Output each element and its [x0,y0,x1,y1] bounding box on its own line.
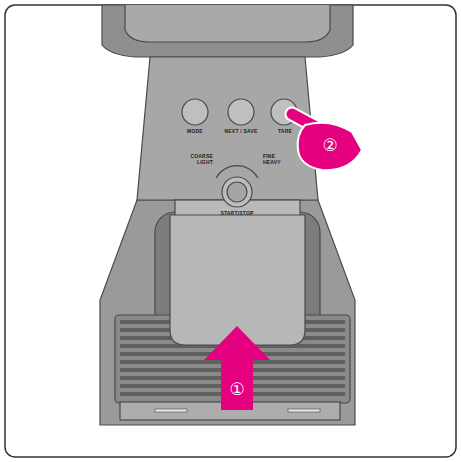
palm [298,123,362,171]
dial-label: COARSE LIGHT [187,154,213,165]
dial-label: START/STOP [212,211,262,217]
control-panel [137,57,318,200]
dial-inner [227,182,247,202]
pressing-hand [292,114,362,170]
base-slot [155,409,187,412]
lower-body [100,200,355,425]
dial [222,177,252,207]
button-label: MODE [175,129,215,135]
dial-arc [216,166,258,178]
machine [100,5,355,425]
callout-number: ② [318,137,342,154]
button-label: TARE [265,129,305,135]
push-arrow [204,326,270,410]
hopper [102,5,353,57]
button-label: NEXT / SAVE [221,129,261,135]
callout-number: ① [225,381,249,398]
base-slot [288,409,320,412]
frame [5,5,456,457]
next-save-button [228,99,254,125]
dial-label: FINE HEAVY [263,154,289,165]
hopper-inner [125,5,330,42]
mode-button [182,99,208,125]
cup [170,215,305,345]
